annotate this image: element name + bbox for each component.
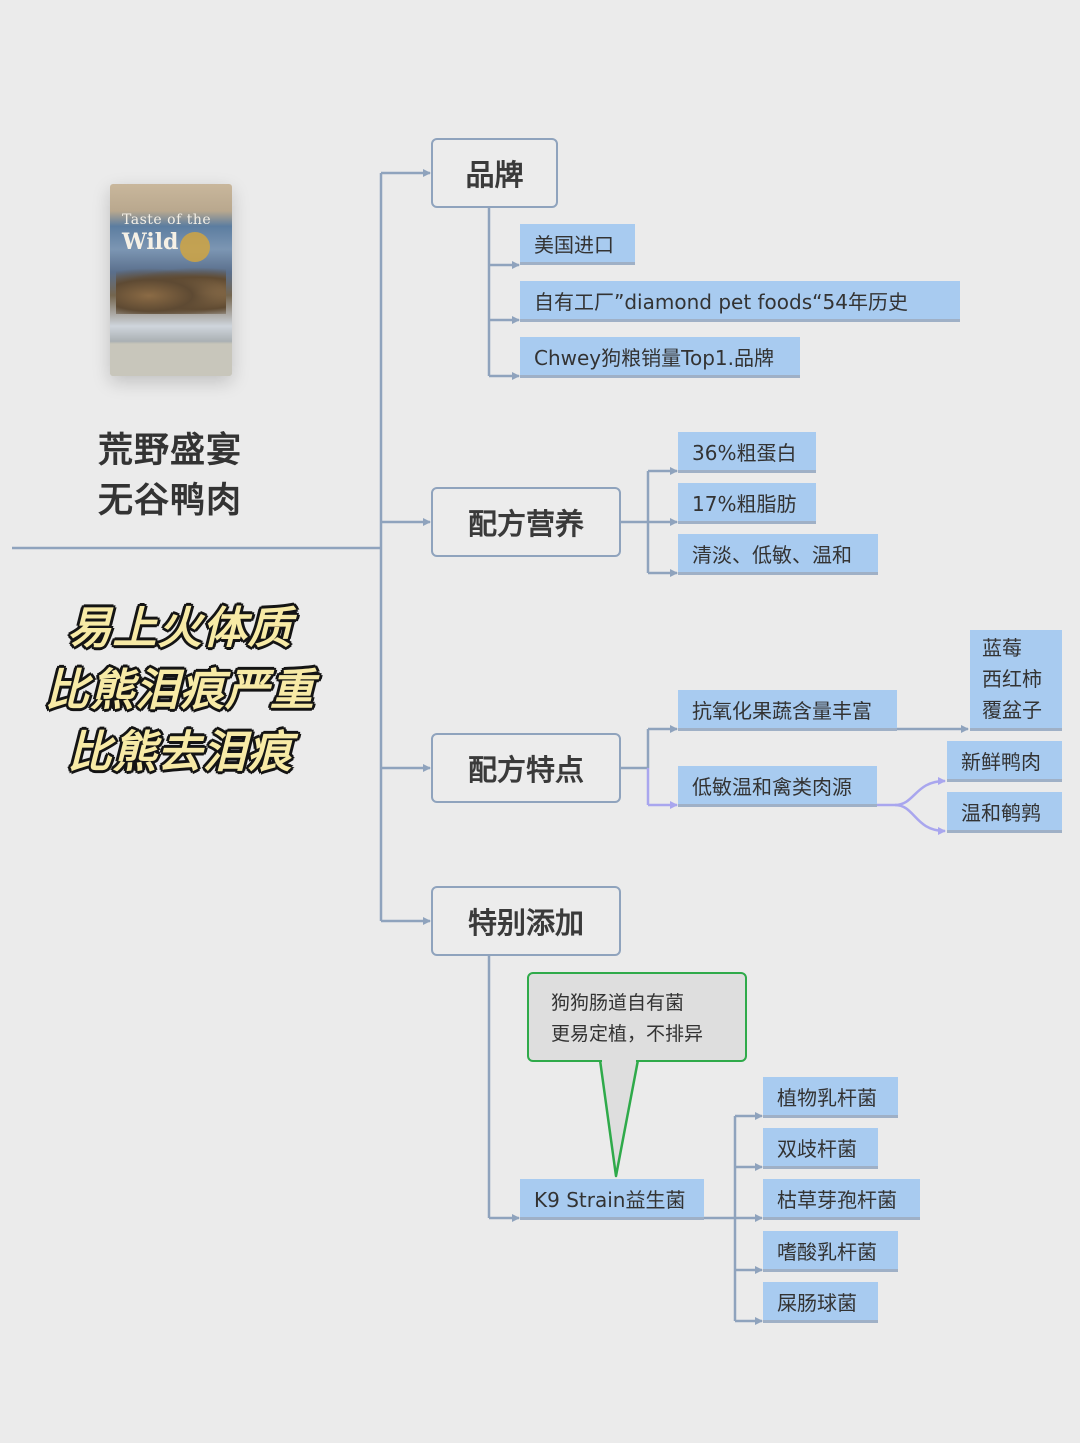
tag-strain-subtilis[interactable]: 枯草芽孢杆菌 bbox=[763, 1179, 920, 1220]
tag-duck[interactable]: 新鲜鸭肉 bbox=[947, 741, 1062, 782]
sun-graphic bbox=[180, 232, 210, 262]
pack-brand-line1: Taste of the bbox=[122, 212, 212, 228]
callout-line2: 更易定植，不排异 bbox=[551, 1023, 704, 1045]
tag-quail[interactable]: 温和鹌鹑 bbox=[947, 792, 1062, 833]
pack-label-band bbox=[110, 344, 232, 376]
tag-brand-import[interactable]: 美国进口 bbox=[520, 224, 635, 265]
tag-brand-factory[interactable]: 自有工厂”diamond pet foods“54年历史 bbox=[520, 281, 960, 322]
tag-brand-sales[interactable]: Chwey狗粮销量Top1.品牌 bbox=[520, 337, 800, 378]
tag-fruits[interactable]: 蓝莓 西红柿 覆盆子 bbox=[970, 630, 1062, 731]
node-brand[interactable]: 品牌 bbox=[431, 138, 558, 208]
pack-brand-line2: Wild bbox=[122, 229, 179, 255]
tag-k9-strain[interactable]: K9 Strain益生菌 bbox=[520, 1179, 704, 1220]
callout-line1: 狗狗肠道自有菌 bbox=[551, 992, 685, 1014]
wolves-graphic bbox=[116, 268, 226, 314]
slogan-line2: 比熊泪痕严重 bbox=[45, 665, 315, 716]
tag-protein[interactable]: 36%粗蛋白 bbox=[678, 432, 816, 473]
tag-fat[interactable]: 17%粗脂肪 bbox=[678, 483, 816, 524]
product-name-line2: 无谷鸭肉 bbox=[97, 481, 242, 521]
tag-strain-plantarum[interactable]: 植物乳杆菌 bbox=[763, 1077, 898, 1118]
node-additives[interactable]: 特别添加 bbox=[431, 886, 621, 956]
tag-strain-bifido[interactable]: 双歧杆菌 bbox=[763, 1128, 878, 1169]
product-name-line1: 荒野盛宴 bbox=[97, 431, 242, 471]
slogan-line1: 易上火体质 bbox=[67, 603, 293, 654]
node-nutrition[interactable]: 配方营养 bbox=[431, 487, 621, 557]
tag-mild[interactable]: 清淡、低敏、温和 bbox=[678, 534, 878, 575]
tag-strain-acidophilus[interactable]: 嗜酸乳杆菌 bbox=[763, 1231, 898, 1272]
fruit-blueberry: 蓝莓 bbox=[982, 635, 1022, 660]
tag-poultry-source[interactable]: 低敏温和禽类肉源 bbox=[678, 766, 877, 807]
slogan-line3: 比熊去泪痕 bbox=[67, 727, 293, 778]
node-features[interactable]: 配方特点 bbox=[431, 733, 621, 803]
fruit-tomato: 西红柿 bbox=[982, 666, 1042, 691]
fruit-raspberry: 覆盆子 bbox=[982, 697, 1042, 722]
tag-antioxidant[interactable]: 抗氧化果蔬含量丰富 bbox=[678, 690, 897, 731]
tag-strain-faecium[interactable]: 屎肠球菌 bbox=[763, 1282, 878, 1323]
product-image: Taste of the Wild bbox=[110, 184, 232, 376]
probiotic-callout: 狗狗肠道自有菌 更易定植，不排异 bbox=[527, 972, 747, 1062]
